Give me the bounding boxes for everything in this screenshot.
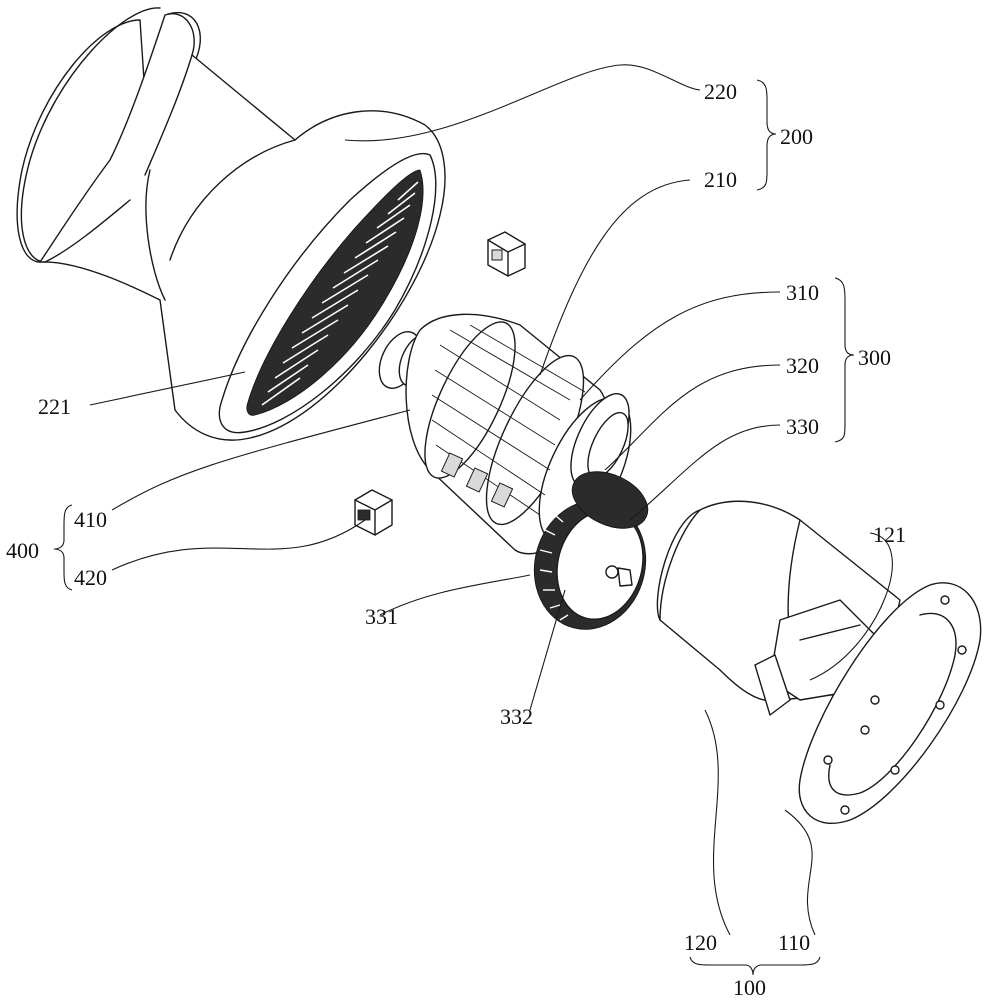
block-upper xyxy=(487,231,526,277)
label-221: 221 xyxy=(38,394,71,419)
label-200: 200 xyxy=(780,124,813,149)
braces xyxy=(53,79,855,976)
label-300: 300 xyxy=(858,345,891,370)
label-220: 220 xyxy=(704,79,737,104)
leader-lines xyxy=(89,64,893,936)
housing-part-100 xyxy=(656,500,982,825)
label-420: 420 xyxy=(74,565,107,590)
planetary-gear-set-300 xyxy=(378,313,649,630)
label-310: 310 xyxy=(786,280,819,305)
label-400: 400 xyxy=(6,538,39,563)
label-110: 110 xyxy=(778,930,810,955)
label-410: 410 xyxy=(74,507,107,532)
block-lower-420 xyxy=(354,489,393,536)
label-330: 330 xyxy=(786,414,819,439)
output-gear-330 xyxy=(533,471,649,630)
drum-part-200 xyxy=(16,7,446,441)
label-320: 320 xyxy=(786,353,819,378)
label-120: 120 xyxy=(684,930,717,955)
label-332: 332 xyxy=(500,704,533,729)
label-100: 100 xyxy=(733,975,766,1000)
label-121: 121 xyxy=(873,522,906,547)
label-210: 210 xyxy=(704,167,737,192)
reference-labels: 220 200 210 310 300 320 330 221 410 400 … xyxy=(6,79,906,1000)
label-331: 331 xyxy=(365,604,398,629)
internal-ring-gear-221 xyxy=(246,169,424,416)
